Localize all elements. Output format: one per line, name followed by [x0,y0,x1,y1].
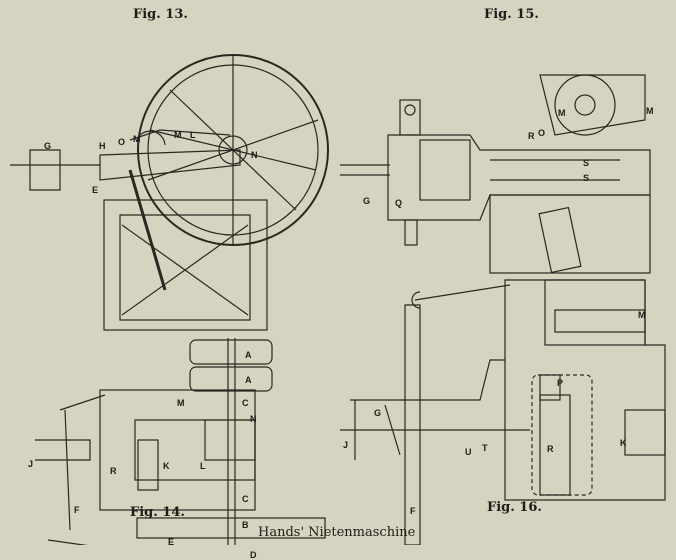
fig15-label: S [583,158,590,168]
fig15-label: Q [395,198,403,208]
fig15-drawing [340,74,651,274]
fig14-drawing [35,338,326,545]
fig15-label: M [558,108,566,118]
fig13-label: M [133,134,141,144]
fig13-caption: Fig. 13. [133,7,188,22]
fig13-label: N [251,150,258,160]
fig16-drawing [340,279,666,545]
fig14-label: M [177,398,185,408]
fig14-caption: Fig. 14. [130,505,185,520]
fig14-label: B [242,520,249,530]
fig15-label: S [583,173,590,183]
fig13-label: E [92,185,99,195]
fig15-label: M [646,106,654,116]
fig15-caption: Fig. 15. [484,7,539,22]
fig14-label: E [168,537,175,547]
figure-title: Hands' Nietenmaschine [258,525,416,540]
fig14-label: D [250,550,257,560]
fig14-label: N [250,414,257,424]
fig16-label: R [547,444,554,454]
fig14-label: C [242,494,249,504]
fig14-label: J [28,459,34,469]
fig13-drawing [10,54,329,331]
fig16-label: M [638,310,646,320]
fig14-label: A [245,375,252,385]
fig13-label: M [174,130,182,140]
fig14-label: F [74,505,80,515]
technical-drawings [10,54,666,545]
fig16-label: F [410,506,416,516]
fig16-label: P [557,378,564,388]
fig14-label: K [163,461,170,471]
fig15-label: G [363,196,371,206]
fig14-label: L [200,461,206,471]
fig14-label: A [245,350,252,360]
fig16-label: J [343,440,349,450]
fig14-label: R [110,466,117,476]
fig16-label: U [465,447,472,457]
fig16-caption: Fig. 16. [487,500,542,515]
fig15-label: O [538,128,546,138]
fig16-label: G [374,408,382,418]
fig14-label: C [242,398,249,408]
fig16-label: T [482,443,488,453]
fig13-label: H [99,141,106,151]
fig13-label: L [190,130,196,140]
fig15-label: R [528,131,535,141]
fig13-label: G [44,141,52,151]
fig16-label: K [620,438,627,448]
fig13-label: O [118,137,126,147]
